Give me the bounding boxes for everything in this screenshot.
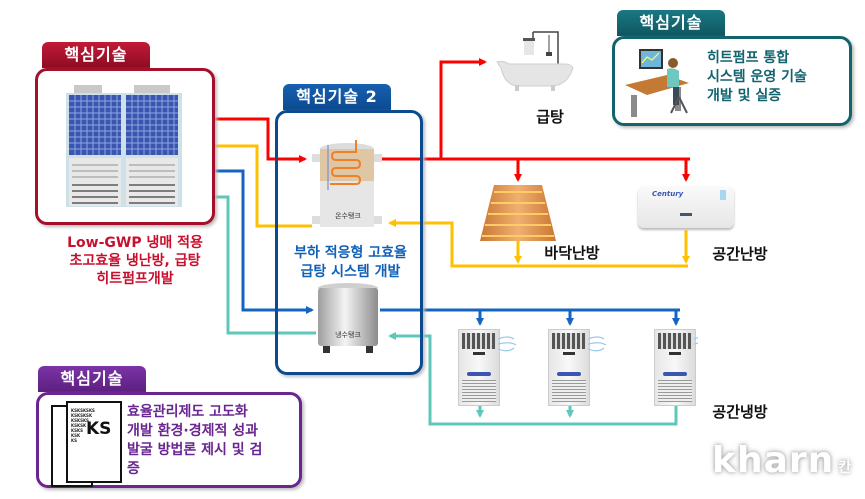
- card4-text-line: 발굴 방법론 제시 및 검: [127, 442, 263, 458]
- card3-tab: 핵심기술: [617, 10, 725, 36]
- ks-doc-repeat: KSKSKSKS KSKSKSK KSKSKS KSKSK KSKS KSK K…: [71, 408, 95, 443]
- pipe-red-supply: [180, 117, 307, 163]
- cold-water-tank-icon: [318, 283, 378, 353]
- ks-document-front-icon: KSKSKSKS KSKSKSK KSKSKS KSKSK KSKS KSK K…: [66, 401, 122, 483]
- floor-ac-logo-icon: [467, 372, 491, 376]
- label-space-heating: 공간난방: [712, 245, 768, 263]
- ks-doc-line: KS: [71, 438, 77, 443]
- floor-ac-vent-icon: [462, 380, 496, 402]
- card2-tanks: [275, 110, 423, 375]
- floor-ac-unit: [458, 329, 500, 406]
- pipe-yellow-to-heatpump: [186, 142, 312, 228]
- card1-caption: Low-GWP 냉매 적용 초고효율 냉난방, 급탕 히트펌프개발: [20, 234, 250, 288]
- card4-text-line: 증: [127, 461, 140, 477]
- airflow-icon: [693, 337, 698, 345]
- ks-doc-line: KSK: [71, 433, 81, 438]
- card2-caption: 부하 적응형 고효율 급탕 시스템 개발: [268, 244, 433, 282]
- wall-ac-led-icon: [680, 213, 692, 216]
- floor-ac-vent-icon: [658, 380, 692, 402]
- card4-text: 효율관리제도 고도화 개발 환경·경제적 성과 발굴 방법론 제시 및 검 증: [127, 403, 262, 479]
- card1-heatpump: [35, 68, 215, 225]
- floor-heating-icon: [480, 185, 556, 241]
- wall-ac-brand: Century: [652, 190, 684, 198]
- ks-doc-title: KS: [86, 419, 112, 439]
- wall-ac-unit: Century: [638, 186, 734, 228]
- card2-caption-line: 부하 적응형 고효율: [294, 245, 407, 261]
- card4-text-line: 개발 환경·경제적 성과: [127, 423, 258, 439]
- card1-caption-line: 초고효율 냉난방, 급탕: [69, 253, 201, 269]
- airflow-icon: [587, 336, 607, 352]
- floor-ac-display-icon: [669, 352, 681, 355]
- floor-ac-unit: [548, 329, 590, 406]
- card3-text-line: 히트펌프 통합: [707, 50, 790, 66]
- hot-water-tank-icon: [312, 140, 382, 227]
- watermark-suffix: 칸: [838, 460, 853, 476]
- floor-ac-display-icon: [563, 352, 575, 355]
- label-floor-heating: 바닥난방: [544, 244, 600, 262]
- heat-pump-unit-icon: [66, 85, 182, 207]
- ks-doc-line: KSKSK: [71, 423, 87, 428]
- watermark-main: kharn: [712, 440, 835, 481]
- cold-tank-label: 냉수탱크: [335, 331, 361, 339]
- floor-ac-grille-icon: [658, 333, 692, 349]
- card1-caption-line: Low-GWP 냉매 적용: [67, 235, 203, 251]
- pipe-teal-return-main: [388, 332, 678, 426]
- card3-text-line: 시스템 운영 기술: [707, 69, 807, 85]
- card4-tab: 핵심기술: [38, 366, 146, 392]
- card4-policy: KSKSKSKS KSKSKSK KSKSKS KSKSK KSKS KSK K…: [36, 392, 302, 488]
- card3-text: 히트펌프 통합 시스템 운영 기술 개발 및 실증: [707, 49, 807, 106]
- label-hot-water: 급탕: [536, 108, 564, 126]
- card3-text-line: 개발 및 실증: [707, 88, 782, 104]
- floor-ac-display-icon: [473, 352, 485, 355]
- card2-caption-line: 급탕 시스템 개발: [300, 264, 401, 280]
- ks-doc-line: KSKSKSKS: [71, 408, 95, 413]
- floor-ac-unit: [654, 329, 696, 406]
- airflow-icons: [498, 336, 698, 352]
- floor-ac-grille-icon: [552, 333, 586, 349]
- bathtub-icon: [496, 31, 574, 91]
- ks-doc-line: KSKSKS: [71, 418, 89, 423]
- card4-text-line: 효율관리제도 고도화: [127, 404, 248, 420]
- hot-tank-label: 온수탱크: [335, 212, 361, 220]
- ks-doc-line: KSKS: [71, 428, 83, 433]
- card2-tab: 핵심기술 2: [283, 84, 391, 110]
- airflow-icon: [498, 336, 517, 352]
- card1-caption-line: 히트펌프개발: [96, 271, 174, 287]
- pipe-red-to-bath: [439, 58, 487, 159]
- label-space-cooling: 공간냉방: [712, 403, 768, 421]
- card1-tab: 핵심기술: [42, 42, 150, 68]
- ks-doc-line: KSKSKSK: [71, 413, 93, 418]
- floor-ac-vent-icon: [552, 380, 586, 402]
- floor-ac-logo-icon: [663, 372, 687, 376]
- office-worker-icon: [625, 49, 689, 117]
- floor-ac-logo-icon: [557, 372, 581, 376]
- card3-operation: 히트펌프 통합 시스템 운영 기술 개발 및 실증: [612, 36, 852, 126]
- wall-ac-display-icon: [720, 190, 726, 200]
- floor-ac-grille-icon: [462, 333, 496, 349]
